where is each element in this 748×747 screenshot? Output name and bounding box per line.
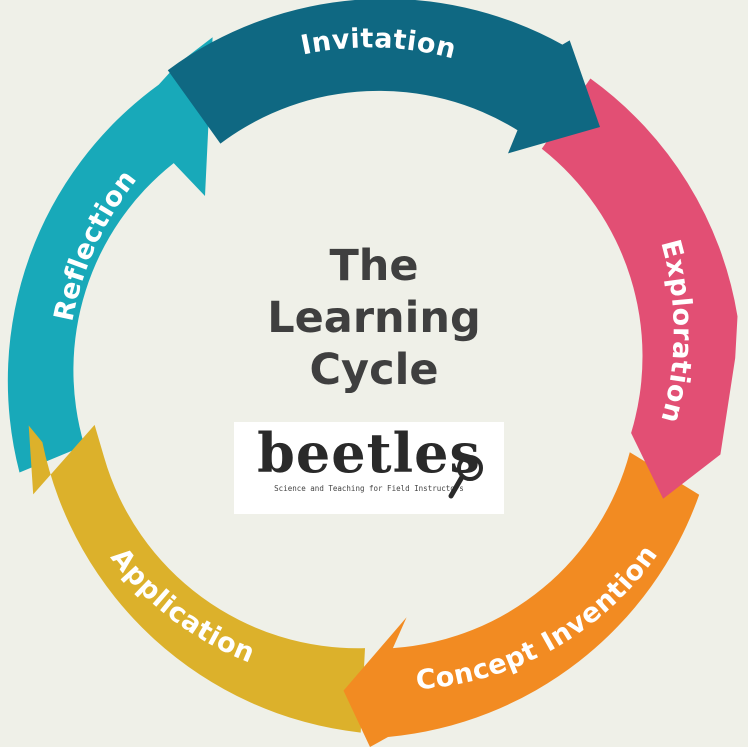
title-line-1: The xyxy=(329,241,419,291)
arrow-segment-reflection: Reflection xyxy=(7,37,213,473)
exploration-arrow xyxy=(541,78,738,499)
arrow-segment-invitation: Invitation xyxy=(167,0,600,154)
diagram-title: The Learning Cycle xyxy=(218,240,530,396)
logo-tagline: Science and Teaching for Field Instructo… xyxy=(274,484,464,493)
arrow-segment-exploration: Exploration xyxy=(541,78,738,499)
concept-invention-arrow xyxy=(343,452,700,747)
title-line-2: Learning xyxy=(267,293,481,343)
logo-wordmark: beetles xyxy=(257,422,481,485)
title-line-3: Cycle xyxy=(309,345,439,395)
reflection-arrow xyxy=(7,37,213,473)
magnifying-glass-icon xyxy=(448,455,483,499)
invitation-arrow xyxy=(167,0,600,154)
beetles-logo: beetles Science and Teaching for Field I… xyxy=(234,422,504,514)
application-arrow xyxy=(28,424,365,733)
